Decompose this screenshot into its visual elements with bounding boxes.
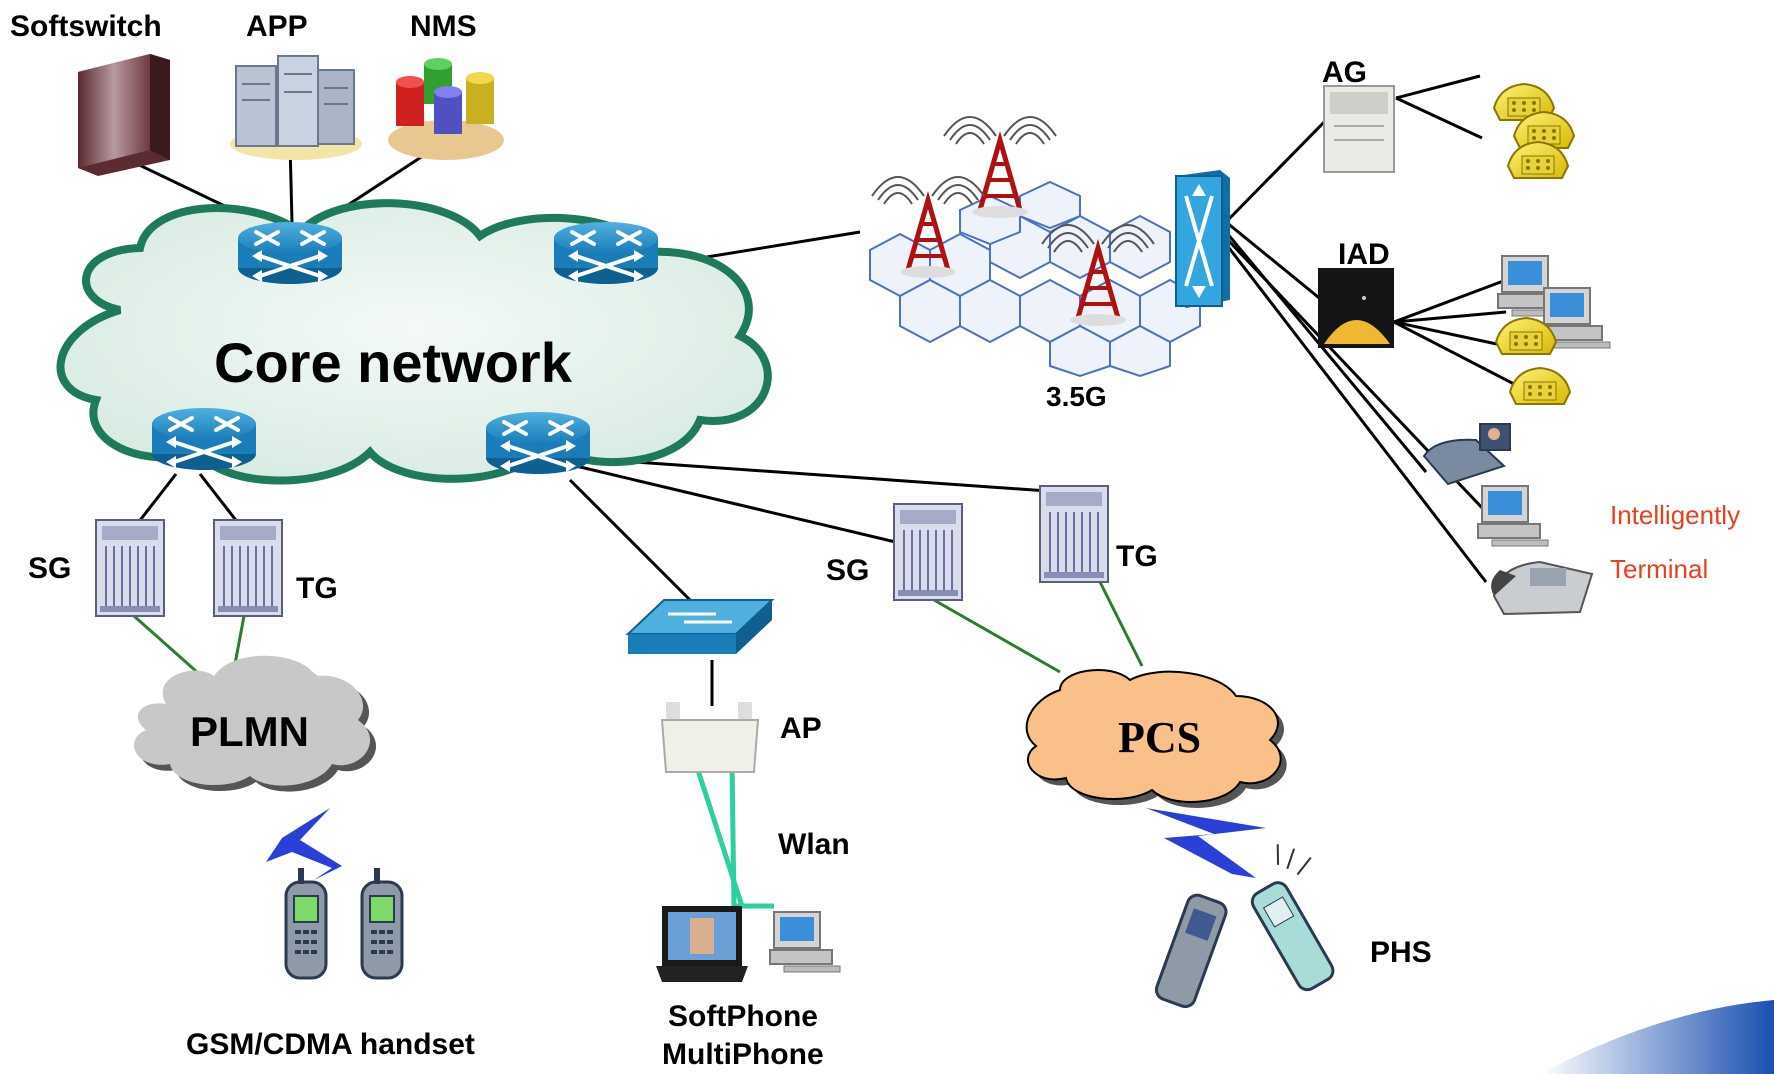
- multiphone-label: MultiPhone: [662, 1038, 824, 1071]
- tg-right-label: TG: [1116, 540, 1158, 573]
- router-bottom-left: [150, 406, 258, 472]
- iad-device-icon: [1318, 268, 1394, 348]
- links: [107, 74, 1515, 706]
- softswitch-label: Softswitch: [10, 10, 162, 43]
- core-network-label: Core network: [214, 331, 573, 394]
- wlan-links: [693, 763, 774, 909]
- telephone-icon: [1509, 367, 1571, 405]
- gsm-cdma-label: GSM/CDMA handset: [186, 1028, 475, 1061]
- access-switch-icon: [1175, 170, 1230, 308]
- lightning-icon: [1146, 808, 1266, 878]
- sg-gateway-right-icon: [893, 503, 963, 601]
- sg-gateway-left-icon: [95, 519, 165, 617]
- 3-5g-label: 3.5G: [1046, 381, 1107, 412]
- pc-icon: [769, 911, 841, 973]
- video-phone-icon: [1422, 423, 1511, 486]
- app-server-icon: [230, 55, 362, 160]
- pcs-label: PCS: [1118, 713, 1201, 762]
- ag-label: AG: [1322, 56, 1367, 89]
- softphone-label: SoftPhone: [668, 1000, 818, 1033]
- router-top-right: [552, 220, 660, 286]
- mobile-handset-icon: [360, 866, 404, 980]
- intelligently-label: Intelligently: [1610, 500, 1740, 530]
- mobile-handset-icon: [284, 866, 328, 980]
- plmn-cloud: [133, 655, 377, 792]
- tg-gateway-right-icon: [1039, 485, 1109, 583]
- wlan-label: Wlan: [778, 828, 850, 861]
- lan-switch-icon: [625, 599, 775, 654]
- laptop-icon: [656, 906, 748, 982]
- flip-phone-icon: [1154, 893, 1228, 1009]
- ag-device-icon: [1323, 85, 1395, 173]
- phs-label: PHS: [1370, 936, 1432, 969]
- router-bottom-right: [484, 410, 592, 476]
- nms-label: NMS: [410, 10, 477, 43]
- softswitch-rack-icon: [78, 54, 170, 176]
- sg-left-label: SG: [28, 552, 71, 585]
- pcs-cloud: [1025, 668, 1287, 808]
- ap-label: AP: [780, 712, 822, 745]
- terminal-label: Terminal: [1610, 554, 1708, 584]
- ip-phone-icon: [1491, 560, 1594, 616]
- tg-gateway-left-icon: [213, 519, 283, 617]
- router-top-left: [236, 220, 344, 286]
- hex-grid: [869, 180, 1201, 378]
- plmn-label: PLMN: [190, 708, 309, 755]
- corner-swoosh: [1540, 1000, 1774, 1074]
- lightning-icon: [266, 808, 342, 880]
- tg-left-label: TG: [296, 572, 338, 605]
- access-point-icon: [660, 702, 760, 773]
- phs-phone-icon: [1250, 844, 1335, 992]
- pc-icon: [1477, 485, 1549, 547]
- app-label: APP: [246, 10, 308, 43]
- iad-label: IAD: [1338, 238, 1390, 271]
- sg-right-label: SG: [826, 554, 869, 587]
- nms-database-icon: [388, 58, 504, 160]
